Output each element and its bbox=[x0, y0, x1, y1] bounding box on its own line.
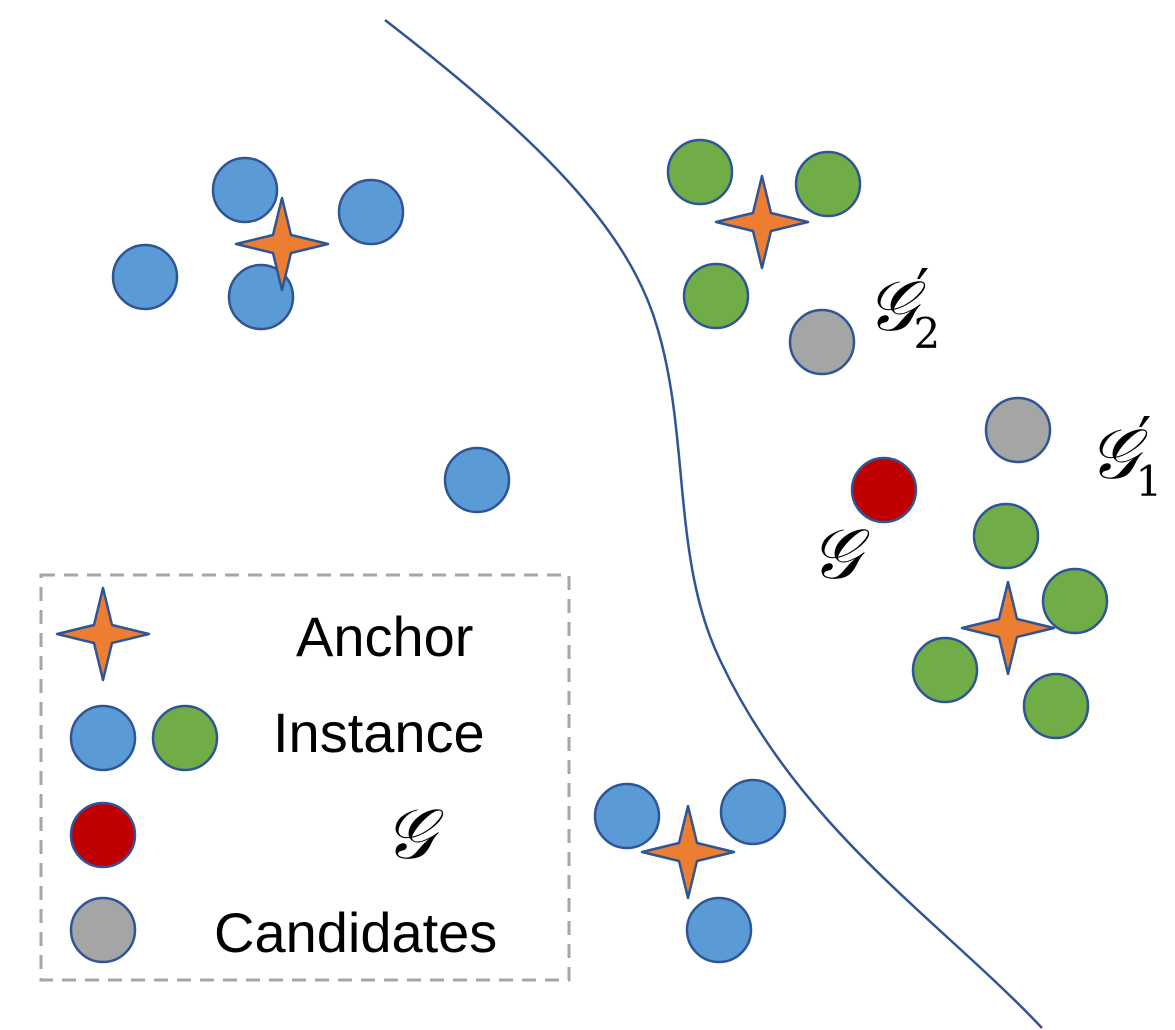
green-cluster-top bbox=[666, 138, 862, 330]
green-instance-dot bbox=[1041, 567, 1109, 635]
four-point-star-icon bbox=[234, 196, 330, 292]
green-instance-dot bbox=[666, 138, 734, 206]
green-instance-dot bbox=[682, 262, 750, 330]
label-g2-prime: 𝒢′2 bbox=[866, 257, 940, 358]
legend-candidates-label: Candidates bbox=[214, 901, 497, 964]
label-g1-prime: 𝒢′1 bbox=[1088, 405, 1162, 506]
legend-blue-instance-icon bbox=[69, 704, 137, 772]
legend-anchor-label: Anchor bbox=[296, 605, 473, 668]
blue-instance-dot bbox=[337, 178, 405, 246]
target-dot-g bbox=[850, 456, 918, 524]
blue-instance-dot bbox=[111, 243, 179, 311]
blue-cluster-bottom bbox=[593, 778, 787, 964]
green-instance-dot bbox=[972, 502, 1040, 570]
blue-instance-dot bbox=[443, 446, 511, 514]
blue-instance-dot bbox=[719, 778, 787, 846]
legend-target-label: 𝒢 bbox=[384, 793, 444, 875]
blue-cluster-left bbox=[111, 156, 405, 331]
blue-instance-dot bbox=[685, 896, 753, 964]
candidate-dot-g1 bbox=[984, 396, 1052, 464]
legend-instance-label: Instance bbox=[273, 701, 485, 764]
decision-boundary-curve bbox=[384, 19, 1043, 1029]
four-point-star-icon bbox=[640, 804, 736, 900]
green-cluster-right bbox=[911, 502, 1109, 740]
blue-instance-dot bbox=[593, 782, 661, 850]
label-g: 𝒢 bbox=[810, 513, 870, 595]
green-instance-dot bbox=[794, 150, 862, 218]
legend-candidate-icon bbox=[69, 896, 137, 964]
legend-target-icon bbox=[69, 801, 137, 869]
green-instance-dot bbox=[1022, 672, 1090, 740]
legend-border bbox=[39, 573, 571, 982]
four-point-star-icon bbox=[55, 586, 151, 682]
legend: Anchor Instance 𝒢 Candidates bbox=[39, 573, 571, 982]
blue-instance-dot bbox=[227, 263, 295, 331]
candidate-dot-g2 bbox=[788, 308, 856, 376]
legend-green-instance-icon bbox=[151, 704, 219, 772]
four-point-star-icon bbox=[960, 580, 1056, 676]
blue-instance-dot bbox=[211, 156, 279, 224]
green-instance-dot bbox=[911, 636, 979, 704]
four-point-star-icon bbox=[714, 174, 810, 270]
